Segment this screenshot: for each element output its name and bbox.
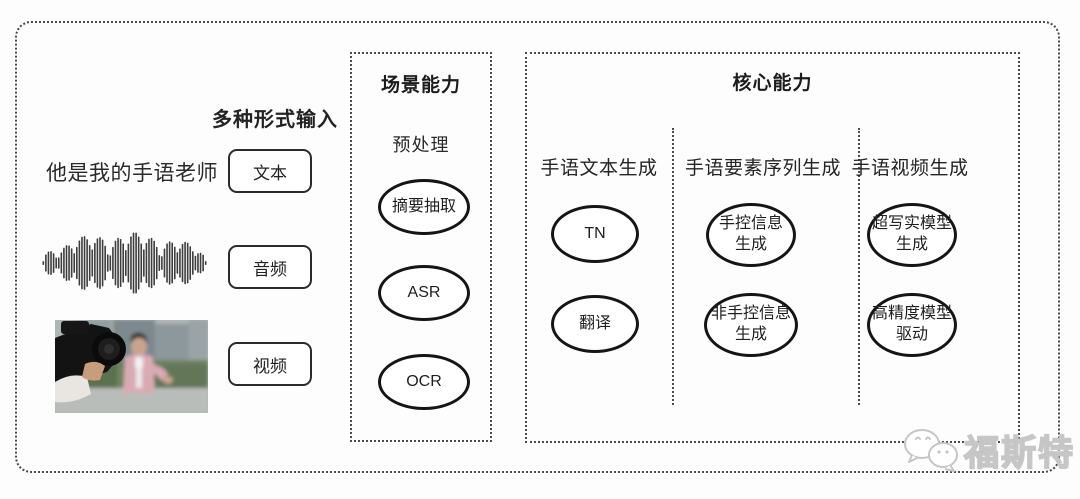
core-capability-box <box>525 52 1020 443</box>
audio-waveform <box>42 228 207 298</box>
node-ocr: OCR <box>378 354 470 410</box>
node-summary-extraction: 摘要抽取 <box>378 179 470 235</box>
core-column-divider-1 <box>672 128 674 405</box>
input-box-video-label: 视频 <box>253 356 287 376</box>
input-section-title: 多种形式输入 <box>212 109 338 131</box>
node-non-manual-info-generation: 非手控信息 生成 <box>704 293 798 357</box>
input-box-audio: 音频 <box>228 245 312 289</box>
text-example: 他是我的手语老师 <box>46 162 218 185</box>
column-header-sign-element-sequence-generation: 手语要素序列生成 <box>684 158 841 179</box>
input-box-audio-label: 音频 <box>253 259 287 279</box>
core-column-divider-2 <box>858 128 860 405</box>
watermark: 福斯特 <box>900 425 1075 475</box>
input-box-video: 视频 <box>228 342 312 386</box>
input-box-text-label: 文本 <box>253 163 287 183</box>
watermark-text: 福斯特 <box>963 433 1076 474</box>
reporter-filming-photo <box>55 320 208 413</box>
scene-box-subtitle: 预处理 <box>392 135 450 155</box>
column-header-sign-text-generation: 手语文本生成 <box>540 158 658 179</box>
input-box-text: 文本 <box>228 149 312 193</box>
outer-dotted-frame <box>15 21 1060 473</box>
core-box-title: 核心能力 <box>732 73 813 94</box>
node-translation: 翻译 <box>551 295 639 353</box>
node-asr: ASR <box>378 265 470 321</box>
node-high-precision-model-driving: 高精度模型 驱动 <box>867 293 957 357</box>
video-frame-photo <box>55 320 208 413</box>
scene-box-title: 场景能力 <box>380 75 461 96</box>
chat-bubbles-faces-icon <box>904 429 958 472</box>
scene-capability-box <box>350 52 492 442</box>
node-manual-info-generation: 手控信息 生成 <box>706 203 796 267</box>
audio-waveform-icon <box>42 232 207 294</box>
node-hyperrealistic-model-generation: 超写实模型 生成 <box>867 203 957 267</box>
node-tn: TN <box>551 205 639 263</box>
column-header-sign-video-generation: 手语视频生成 <box>851 158 969 179</box>
